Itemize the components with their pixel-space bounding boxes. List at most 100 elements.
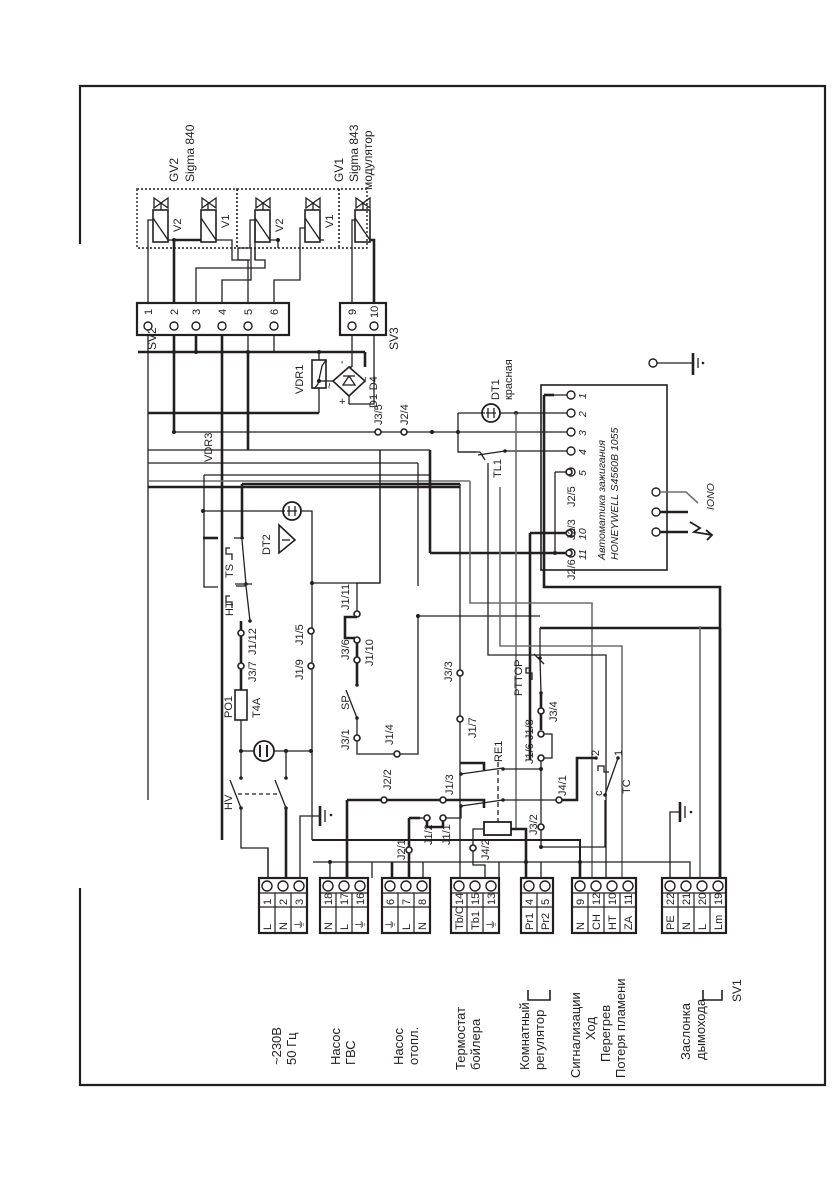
jumper-j22[interactable] [380,796,388,804]
ignition-pin-3[interactable] [566,427,576,437]
feeders [267,626,722,880]
jumper-j41[interactable] [555,796,563,804]
terminal-labels: ~230В 50 Гц Насос ГВС Насос отопл. Термо… [269,978,708,1078]
terminal-screw[interactable] [523,880,535,892]
spark-pin[interactable] [651,527,661,537]
terminal-screw[interactable] [277,880,289,892]
ignition-pin-label: 11 [577,549,589,560]
jumper-j37[interactable] [237,662,245,670]
sp-switch: J1/11 J3/6 J1/10 SP J3/1 J1/4 [340,463,540,758]
terminal-screw[interactable] [384,880,396,892]
po1-rating: T4A [251,697,263,718]
spark-pin[interactable] [651,507,661,517]
terminal-name: ⏚ [293,919,306,930]
terminal-number: 10 [607,893,619,905]
terminal-screw[interactable] [622,880,634,892]
terminal-screw[interactable] [485,880,497,892]
ignition-pin-4[interactable] [566,446,576,456]
jumper-j19[interactable] [307,662,315,670]
jumper-j36[interactable] [353,636,361,644]
terminal-screw[interactable] [453,880,465,892]
terminal-number: 1 [262,899,274,905]
jumper-j110[interactable] [353,656,361,664]
terminal-screw[interactable] [606,880,618,892]
sv2-pin-6[interactable] [269,321,279,331]
terminal-screw[interactable] [574,880,586,892]
sv3-pin-10[interactable] [369,321,379,331]
bridge-label: D1-D4 [368,376,380,408]
gv1-label: GV1 [332,158,346,182]
sv3-body [338,301,388,337]
terminal-number: 11 [623,894,635,905]
sv2-body [135,301,291,337]
sv2-pin-5[interactable] [243,321,253,331]
jumper-j42[interactable] [469,844,477,852]
jumper-j18[interactable] [537,730,545,738]
jumper-j26[interactable] [565,549,573,557]
ignition-pin-1[interactable] [566,390,576,400]
sv2-pin-label: 5 [243,309,255,315]
ground-lower-right [669,802,693,878]
re1-relay: J4/1 RE1 J4/2 J3/2 [443,741,606,862]
terminal-name: ⏚ [485,919,498,930]
center-column: J3/3 J1/7 [379,450,623,880]
sv2-pin-3[interactable] [191,321,201,331]
sv2-pin-2[interactable] [169,321,179,331]
jumper-j112[interactable] [237,629,245,637]
terminal-screw[interactable] [696,880,708,892]
terminal-number: 21 [681,893,693,905]
ignition-pin-2[interactable] [566,408,576,418]
terminal-screw[interactable] [322,880,334,892]
terminal-number: 2 [278,899,290,905]
jumper-j34[interactable] [537,707,545,715]
dhw-pump-label-2: ГВС [343,1040,358,1065]
room-regulator-bridge [527,990,551,1001]
j34-label: J3/4 [548,701,560,722]
jumper-j32[interactable] [537,823,545,831]
j15-label: J1/5 [294,624,306,645]
terminal-screw[interactable] [664,880,676,892]
sv2-pin-label: 4 [217,309,229,315]
sv2-pin-1[interactable] [143,321,153,331]
j14-label: J1/4 [384,724,396,745]
terminal-screw[interactable] [590,880,602,892]
terminal-screw[interactable] [712,880,724,892]
jumper-j15[interactable] [307,627,315,635]
ground-top-right [648,353,705,375]
jumper-j31[interactable] [353,734,361,742]
terminal-screw[interactable] [261,880,273,892]
jumper-j14[interactable] [393,750,401,758]
terminal-screw[interactable] [400,880,412,892]
jumper-j16[interactable] [537,754,545,762]
terminal-screw[interactable] [469,880,481,892]
jumper-j13[interactable] [439,796,447,804]
ignition-pin-label: 2 [577,411,589,418]
jumper-j17[interactable] [456,715,464,723]
terminal-screw[interactable] [338,880,350,892]
terminal-screw[interactable] [293,880,305,892]
vdr3-label: VDR3 [203,433,215,462]
jumper-j24[interactable] [400,428,408,436]
spark-icon [689,521,714,541]
terminal-name: ⏚ [354,919,367,930]
ground-terminal[interactable] [648,358,658,368]
sv2-pin-4[interactable] [217,321,227,331]
terminal-screw[interactable] [416,880,428,892]
j24-label: J2/4 [399,404,411,425]
jumper-j12[interactable] [423,814,431,822]
terminal-name: Pr1 [524,913,536,930]
terminal-number: 5 [540,899,552,905]
jumper-j11[interactable] [439,814,447,822]
jumper-j33[interactable] [456,669,464,677]
sv3-pin-9[interactable] [347,321,357,331]
jumper-j35[interactable] [374,428,382,436]
tc-node-2: 2 [590,750,602,756]
iono-pin[interactable] [651,487,661,497]
power-label-1: ~230В [269,1027,284,1065]
terminal-screw[interactable] [680,880,692,892]
terminal-screw[interactable] [539,880,551,892]
terminal-screw[interactable] [354,880,366,892]
